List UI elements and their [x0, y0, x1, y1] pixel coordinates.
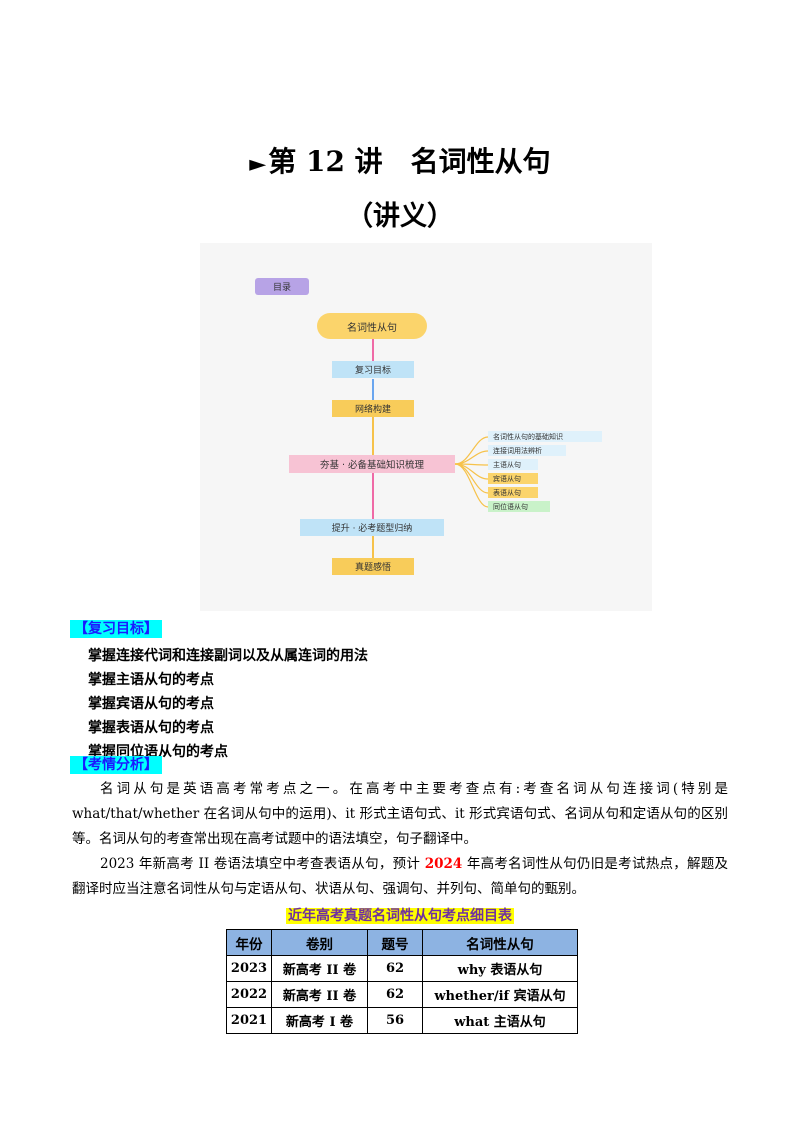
arrow-icon: ► — [249, 151, 267, 177]
goal-item: 掌握主语从句的考点 — [88, 672, 214, 688]
review-goals-tag: 【复习目标】 — [70, 620, 162, 638]
table-cell: why 表语从句 — [422, 955, 578, 982]
table-cell: 62 — [367, 955, 423, 982]
analysis-paragraph-text: 名词从句是英语高考常考点之一。在高考中主要考查点有:考查名词从句连接词(特别是 … — [72, 781, 728, 847]
exam-analysis-tag: 【考情分析】 — [70, 756, 162, 774]
table-cell: whether/if 宾语从句 — [422, 981, 578, 1008]
table-cell: 62 — [367, 981, 423, 1008]
lecture-title-text: 第 12 讲 名词性从句 — [268, 145, 551, 178]
prediction-text-a: 2023 年新高考 II 卷语法填空中考查表语从句，预计 — [100, 856, 425, 872]
table-header: 卷别 — [271, 929, 368, 956]
diagram-node-practice: 提升 · 必考题型归纳 — [300, 519, 444, 536]
table-row: 2023 新高考 II 卷 62 why 表语从句 — [226, 955, 578, 982]
table-title-text: 近年高考真题名词性从句考点细目表 — [286, 908, 514, 924]
prediction-year: 2024 — [424, 856, 463, 872]
table-cell: 新高考 II 卷 — [271, 981, 368, 1008]
branch-item: 主语从句 — [488, 459, 538, 470]
goal-item: 掌握宾语从句的考点 — [88, 696, 214, 712]
toc-label: 目录 — [255, 278, 309, 295]
branch-item: 同位语从句 — [488, 501, 550, 512]
table-cell: 56 — [367, 1007, 423, 1034]
diagram-node-network: 网络构建 — [332, 400, 414, 417]
diagram-node-exam: 真题感悟 — [332, 558, 414, 575]
table-title: 近年高考真题名词性从句考点细目表 — [0, 905, 800, 925]
table-header-row: 年份 卷别 题号 名词性从句 — [226, 929, 578, 956]
goal-item: 掌握连接代词和连接副词以及从属连词的用法 — [88, 648, 368, 664]
lecture-title: ►第 12 讲 名词性从句 — [0, 140, 800, 180]
connector-line — [372, 472, 374, 520]
table-cell: 2022 — [226, 981, 272, 1008]
table-header: 年份 — [226, 929, 272, 956]
table-header: 名词性从句 — [422, 929, 578, 956]
table-cell: 2021 — [226, 1007, 272, 1034]
table-cell: what 主语从句 — [422, 1007, 578, 1034]
lecture-subtitle: （讲义） — [346, 201, 454, 232]
prediction-paragraph: 2023 年新高考 II 卷语法填空中考查表语从句，预计 2024 年高考名词性… — [72, 852, 728, 902]
branch-item: 表语从句 — [488, 487, 538, 498]
branch-item: 名词性从句的基础知识 — [488, 431, 602, 442]
connector-line — [372, 379, 374, 401]
connector-line — [372, 339, 374, 367]
table-cell: 新高考 I 卷 — [271, 1007, 368, 1034]
diagram-root-node: 名词性从句 — [317, 313, 427, 339]
table-row: 2021 新高考 I 卷 56 what 主语从句 — [226, 1007, 578, 1034]
branch-connectors — [454, 436, 489, 508]
connector-line — [372, 535, 374, 561]
diagram-node-basics: 夯基 · 必备基础知识梳理 — [289, 455, 455, 473]
analysis-paragraph: 名词从句是英语高考常考点之一。在高考中主要考查点有:考查名词从句连接词(特别是 … — [72, 777, 728, 852]
table-row: 2022 新高考 II 卷 62 whether/if 宾语从句 — [226, 981, 578, 1008]
branch-item: 宾语从句 — [488, 473, 538, 484]
goal-item: 掌握表语从句的考点 — [88, 720, 214, 736]
table-cell: 新高考 II 卷 — [271, 955, 368, 982]
branch-item: 连接词用法辨析 — [488, 445, 566, 456]
prediction-text-b: 年高考名词性从句仍旧是考试热点，解题及翻译时应当注意名词性从句与定语从句、状语从… — [72, 856, 729, 897]
table-header: 题号 — [367, 929, 423, 956]
exam-points-table: 年份 卷别 题号 名词性从句 2023 新高考 II 卷 62 why 表语从句… — [226, 929, 578, 1034]
diagram-node-review: 复习目标 — [332, 361, 414, 378]
outline-diagram: 目录 名词性从句 复习目标 网络构建 夯基 · 必备基础知识梳理 提升 · 必考… — [200, 243, 652, 611]
table-cell: 2023 — [226, 955, 272, 982]
connector-line — [372, 416, 374, 456]
